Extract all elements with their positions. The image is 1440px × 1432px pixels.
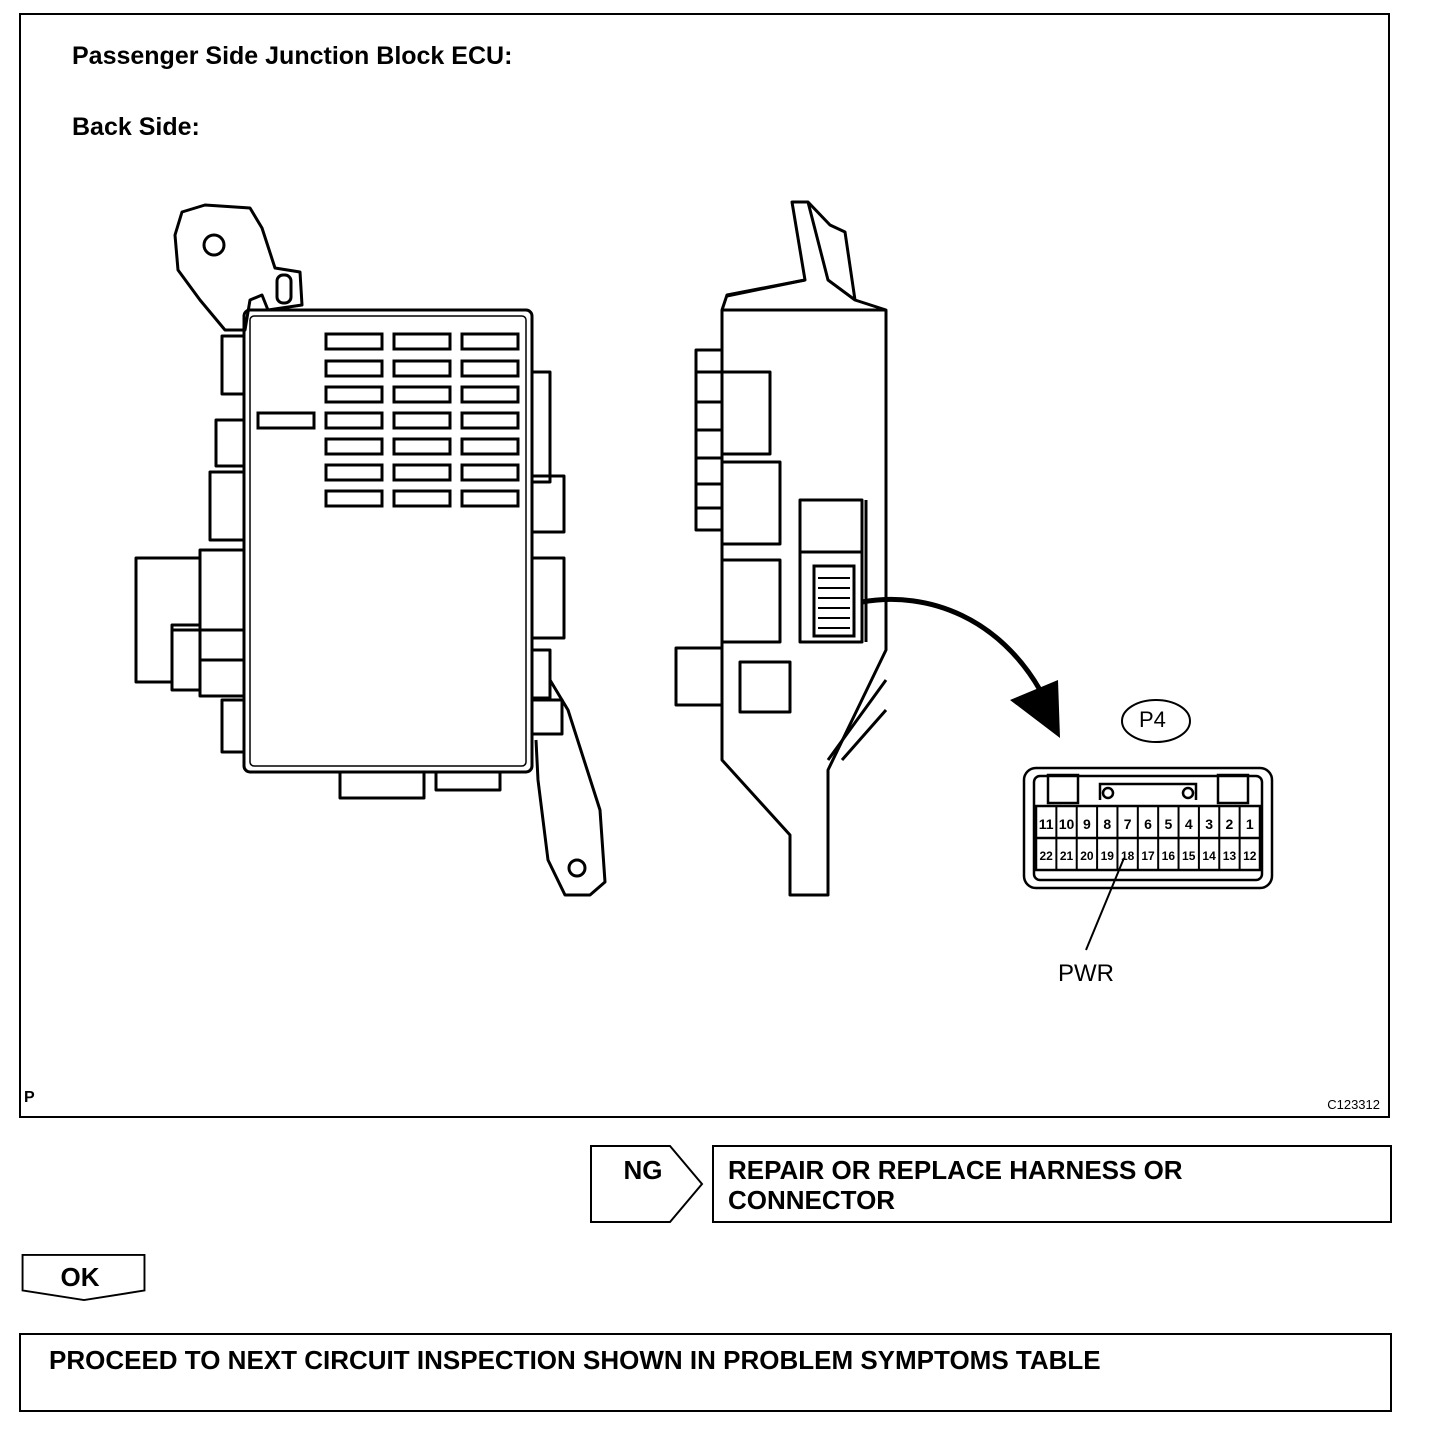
pin-label-1: 1 <box>1246 816 1254 832</box>
ng-result-text: REPAIR OR REPLACE HARNESS OR CONNECTOR <box>728 1155 1183 1215</box>
pin-label-4: 4 <box>1185 816 1193 832</box>
pin-label-16: 16 <box>1162 849 1176 863</box>
pin-label-19: 19 <box>1101 849 1115 863</box>
pin-label-2: 2 <box>1226 816 1234 832</box>
figure-frame <box>19 13 1390 1118</box>
pin-label-9: 9 <box>1083 816 1091 832</box>
pin-label-17: 17 <box>1141 849 1155 863</box>
pin-label-5: 5 <box>1164 816 1172 832</box>
pointer-arrowhead <box>1010 680 1060 738</box>
left-mount-slot <box>275 273 293 305</box>
next-step-text: PROCEED TO NEXT CIRCUIT INSPECTION SHOWN… <box>49 1345 1101 1375</box>
bottom-connector-2 <box>434 770 502 792</box>
ok-label: OK <box>60 1262 100 1292</box>
pin-label-20: 20 <box>1080 849 1094 863</box>
left-bottom-bracket <box>534 679 607 897</box>
ok-badge <box>21 1254 146 1302</box>
figure-id: C123312 <box>1327 1097 1380 1112</box>
pointer-arrow <box>861 596 1043 692</box>
left-side-connector-1 <box>220 334 246 396</box>
fuse-grid <box>256 332 520 508</box>
pin-label-22: 22 <box>1040 849 1054 863</box>
left-mount-bracket <box>173 203 304 332</box>
pin-label-11: 11 <box>1039 816 1054 832</box>
left-body <box>242 308 534 774</box>
pin-label-10: 10 <box>1059 816 1075 832</box>
pwr-label: PWR <box>1058 960 1114 987</box>
left-mount-hole <box>202 233 226 257</box>
side-connector-1 <box>694 348 724 532</box>
figure-subtitle: Back Side: <box>72 113 200 141</box>
pin-label-13: 13 <box>1223 849 1237 863</box>
connector-code-label: P4 <box>1139 707 1166 732</box>
ng-label: NG <box>623 1155 663 1185</box>
right-side-connector-2 <box>530 474 566 534</box>
pin-label-21: 21 <box>1060 849 1074 863</box>
pin-label-12: 12 <box>1243 849 1257 863</box>
ng-result-box: REPAIR OR REPLACE HARNESS OR CONNECTOR <box>712 1145 1392 1223</box>
bottom-connector-1 <box>338 770 426 800</box>
figure-title: Passenger Side Junction Block ECU: <box>72 42 513 70</box>
next-step-box: PROCEED TO NEXT CIRCUIT INSPECTION SHOWN… <box>19 1333 1392 1412</box>
p4-connector-location <box>812 564 856 638</box>
left-side-connector-4 <box>198 548 246 632</box>
pin-label-14: 14 <box>1202 849 1216 863</box>
pin-label-15: 15 <box>1182 849 1196 863</box>
pin-label-3: 3 <box>1205 816 1213 832</box>
left-side-plug <box>134 556 202 684</box>
right-side-connector-3 <box>530 556 566 640</box>
side-socket <box>798 498 864 644</box>
left-side-connector-2 <box>214 418 246 468</box>
ng-badge <box>590 1145 704 1223</box>
connector-face <box>1022 766 1274 890</box>
pin-label-6: 6 <box>1144 816 1152 832</box>
right-side-connector-1 <box>530 370 552 484</box>
pin-label-7: 7 <box>1124 816 1132 832</box>
pin-label-8: 8 <box>1103 816 1111 832</box>
left-side-connector-3 <box>208 470 246 542</box>
side-view-body <box>720 200 888 897</box>
corner-mark: P <box>24 1089 35 1106</box>
connector-code-oval <box>1121 699 1191 743</box>
pwr-leader-line <box>1085 857 1125 951</box>
